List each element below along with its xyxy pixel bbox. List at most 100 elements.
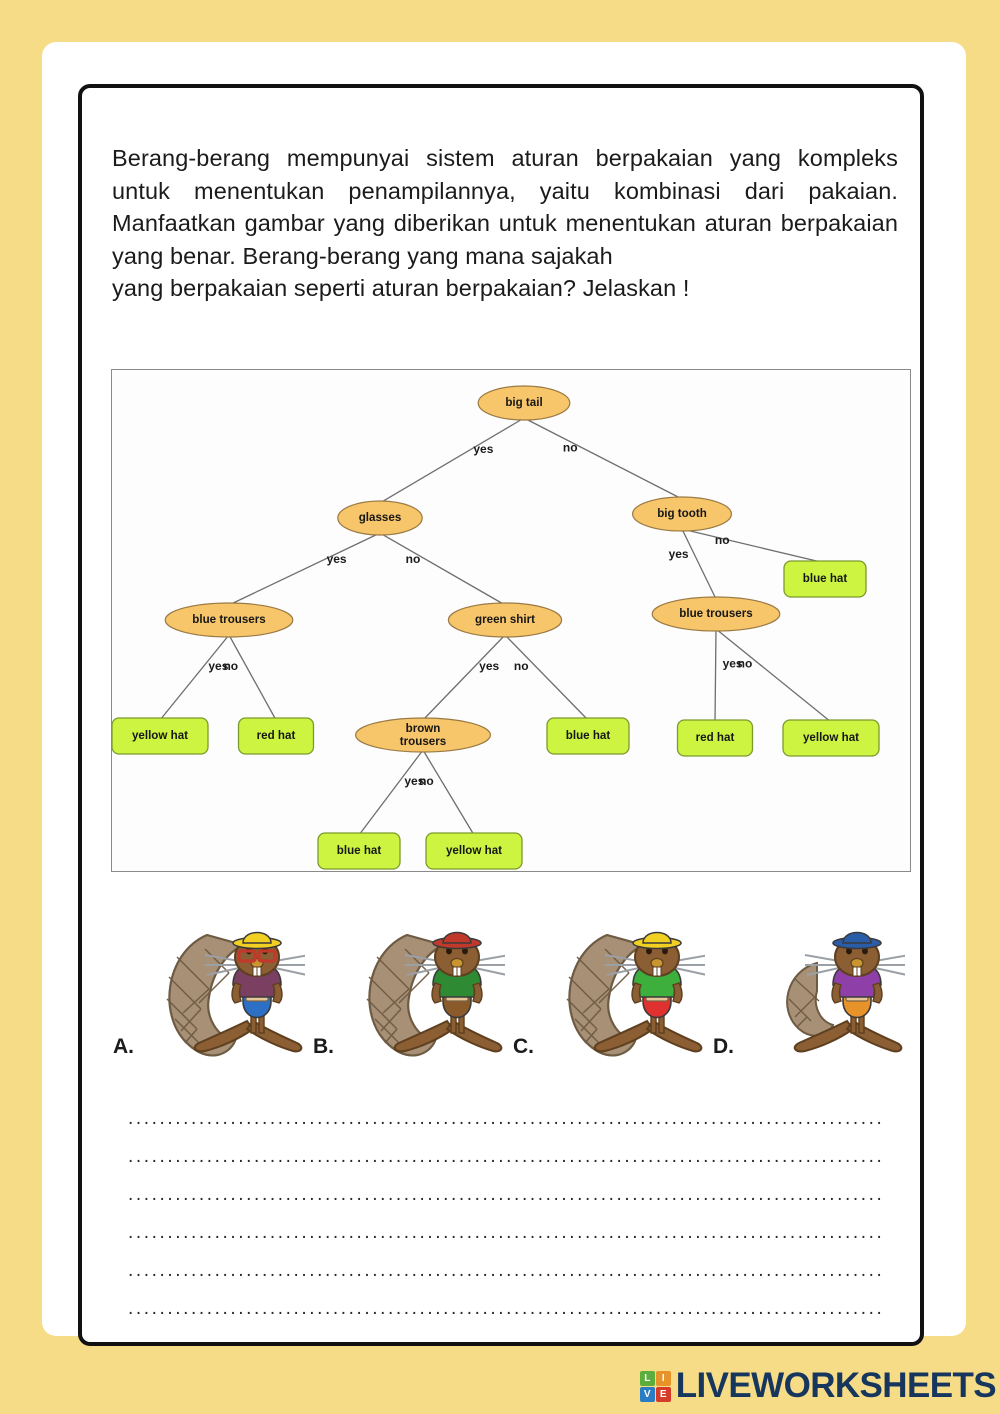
answer-line[interactable]: ........................................… xyxy=(128,1298,883,1319)
tree-edge xyxy=(228,532,381,606)
beaver-whiskers xyxy=(604,954,705,976)
node-label: yellow hat xyxy=(446,844,502,857)
option-letter: D. xyxy=(713,1035,734,1058)
tree-edge xyxy=(379,417,525,504)
beaver-arm-left xyxy=(231,982,242,1004)
beaver-whiskers xyxy=(404,954,505,976)
answer-line[interactable]: ........................................… xyxy=(128,1184,883,1205)
node-label: trousers xyxy=(400,735,446,748)
tree-edge xyxy=(159,634,230,721)
answer-option-a[interactable]: A. xyxy=(111,903,311,1065)
beaver-hat xyxy=(832,931,882,950)
tree-leaf-node: red hat xyxy=(237,717,315,755)
tree-leaf-node: blue hat xyxy=(783,560,867,598)
option-letter: B. xyxy=(313,1035,334,1058)
node-shape-rect xyxy=(425,832,523,870)
node-label: green shirt xyxy=(475,613,535,626)
node-label: red hat xyxy=(257,729,296,742)
answer-option-b[interactable]: B. xyxy=(311,903,511,1065)
question-prompt: Berang-berang mempunyai sistem aturan be… xyxy=(112,142,898,305)
beaver-glasses xyxy=(237,949,277,963)
beaver-eye-left xyxy=(846,947,852,955)
beaver-tooth-left xyxy=(852,966,858,977)
node-label: yellow hat xyxy=(132,729,188,742)
node-shape-ellipse xyxy=(355,717,492,753)
tree-edge xyxy=(358,749,424,836)
tree-edge xyxy=(681,528,717,600)
tree-edge-label: no xyxy=(738,656,753,670)
node-shape-ellipse xyxy=(447,602,563,638)
logo-tile-i: I xyxy=(655,1370,671,1386)
node-label: blue trousers xyxy=(192,613,265,626)
tree-edge xyxy=(714,628,717,723)
node-shape-ellipse xyxy=(477,385,571,421)
beaver-hat xyxy=(432,931,482,950)
answer-option-d[interactable]: D. xyxy=(711,903,911,1065)
tree-leaf-node: yellow hat xyxy=(112,717,209,755)
tree-edge xyxy=(504,634,589,721)
beaver-tooth-left xyxy=(452,966,458,977)
beaver-whiskers xyxy=(204,954,305,976)
logo-wordmark: LIVEWORKSHEETS xyxy=(675,1366,997,1405)
logo-tile-e: E xyxy=(655,1386,671,1402)
tree-leaf-node: yellow hat xyxy=(782,719,880,757)
beaver-tooth-left xyxy=(652,966,658,977)
option-letter: C. xyxy=(513,1035,534,1058)
answer-write-area[interactable]: ........................................… xyxy=(128,1108,883,1336)
beaver-feet xyxy=(393,1012,503,1053)
beaver-tooth-right xyxy=(456,966,462,977)
beaver-eye-left xyxy=(446,947,452,955)
tree-decision-node: big tooth xyxy=(631,496,732,532)
answer-line[interactable]: ........................................… xyxy=(128,1222,883,1243)
tree-decision-node: glasses xyxy=(337,500,423,536)
beaver-arm-left xyxy=(831,982,842,1004)
beaver-snout xyxy=(450,957,464,969)
node-label: big tooth xyxy=(657,507,707,520)
beaver-feet xyxy=(193,1012,303,1053)
tree-decision-node: blue trousers xyxy=(164,602,294,638)
tree-edge xyxy=(523,417,683,500)
option-image xyxy=(147,905,305,1063)
beaver-tooth-right xyxy=(656,966,662,977)
option-letter: A. xyxy=(113,1035,134,1058)
node-shape-rect xyxy=(676,719,754,757)
tree-edge-label: yes xyxy=(479,659,499,673)
prompt-text-main: Berang-berang mempunyai sistem aturan be… xyxy=(112,145,898,269)
answer-line[interactable]: ........................................… xyxy=(128,1108,883,1129)
beaver-illustration xyxy=(366,931,505,1057)
tree-edge xyxy=(422,749,475,836)
tree-edge xyxy=(715,628,832,723)
node-shape-ellipse xyxy=(651,596,781,632)
tree-leaf-node: red hat xyxy=(676,719,754,757)
beaver-snout xyxy=(650,957,664,969)
option-image xyxy=(347,905,505,1063)
logo-tile-l: L xyxy=(639,1370,655,1386)
answer-options-row[interactable]: A. xyxy=(111,903,911,1065)
beaver-hat xyxy=(632,931,682,950)
tree-edge-label: no xyxy=(514,659,529,673)
beaver-eye-right xyxy=(462,947,468,955)
answer-line[interactable]: ........................................… xyxy=(128,1146,883,1167)
node-shape-rect xyxy=(317,832,401,870)
answer-line[interactable]: ........................................… xyxy=(128,1260,883,1281)
tree-edge-label: yes xyxy=(723,656,743,670)
beaver-arm-right xyxy=(672,982,683,1004)
node-shape-ellipse xyxy=(337,500,423,536)
beaver-illustration xyxy=(566,931,705,1057)
answer-option-c[interactable]: C. xyxy=(511,903,711,1065)
node-shape-rect xyxy=(112,717,209,755)
node-label: blue trousers xyxy=(679,607,752,620)
node-shape-ellipse xyxy=(164,602,294,638)
node-label: brown xyxy=(406,722,441,735)
beaver-tooth-left xyxy=(252,966,258,977)
beaver-illustration xyxy=(786,931,905,1053)
tree-edge-label: yes xyxy=(669,547,689,561)
beaver-eye-right xyxy=(862,947,868,955)
node-label: big tail xyxy=(505,396,542,409)
beaver-illustration xyxy=(166,931,305,1057)
node-label: blue hat xyxy=(566,729,611,742)
tree-edge-label: no xyxy=(715,533,730,547)
